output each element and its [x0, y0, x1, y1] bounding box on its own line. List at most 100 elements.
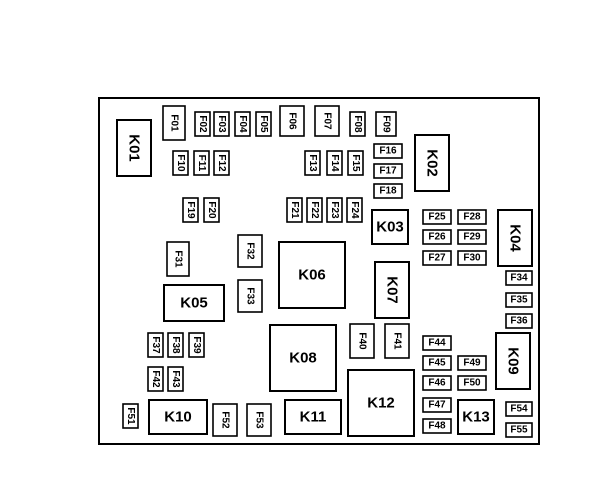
fuse-f38-label: F38 [170, 336, 181, 354]
fuse-f34: F34 [505, 270, 533, 286]
fuse-f48-label: F48 [428, 421, 446, 432]
relay-k09-label: K09 [505, 347, 522, 375]
fuse-f08-label: F08 [352, 115, 363, 133]
relay-k07-box [374, 261, 410, 319]
fuse-f32-box [237, 234, 263, 268]
fuse-f03-label: F03 [216, 115, 227, 133]
fuse-f15: F15 [347, 150, 364, 176]
fuse-f44-box [422, 335, 452, 351]
fuse-f53: F53 [246, 403, 272, 437]
fuse-f20-label: F20 [206, 201, 217, 219]
relay-k08-label: K08 [289, 350, 317, 367]
relay-k08: K08 [269, 324, 337, 392]
relay-k10: K10 [148, 399, 208, 435]
fuse-f30: F30 [457, 250, 487, 266]
relay-k12-label: K12 [367, 395, 395, 412]
fuse-f38: F38 [167, 332, 184, 358]
fuse-f28: F28 [457, 209, 487, 225]
fuse-f44: F44 [422, 335, 452, 351]
fuse-f47-label: F47 [428, 400, 446, 411]
fuse-f28-box [457, 209, 487, 225]
fuse-f04-box [234, 111, 251, 137]
fuse-f37: F37 [147, 332, 164, 358]
fuse-f19-label: F19 [185, 201, 196, 219]
fuse-f13-label: F13 [307, 154, 318, 172]
relay-k13: K13 [457, 399, 495, 435]
fuse-f26-label: F26 [428, 232, 446, 243]
fuse-f14: F14 [326, 150, 343, 176]
relay-k02: K02 [414, 134, 450, 192]
fuse-f18-box [373, 183, 403, 199]
fuse-f12-label: F12 [216, 154, 227, 172]
relay-k01-box [116, 119, 152, 177]
fuse-f16-label: F16 [379, 146, 397, 157]
fuse-f49-label: F49 [463, 358, 481, 369]
relay-k12: K12 [347, 369, 415, 437]
fuse-f22-box [306, 197, 323, 223]
fuse-f42-label: F42 [150, 370, 161, 388]
fuse-f22: F22 [306, 197, 323, 223]
relay-k03: K03 [371, 209, 409, 245]
relay-k13-box [457, 399, 495, 435]
fuse-f40-label: F40 [357, 332, 368, 350]
fuse-f54: F54 [505, 401, 533, 417]
fuse-f42-box [147, 366, 164, 392]
fuse-f40-box [349, 323, 375, 359]
fuse-f29: F29 [457, 229, 487, 245]
fuse-f17-box [373, 163, 403, 179]
fuse-f50: F50 [457, 375, 487, 391]
fuse-f46: F46 [422, 375, 452, 391]
fuse-f47-box [422, 397, 452, 413]
fuse-f38-box [167, 332, 184, 358]
fuse-f36-label: F36 [510, 316, 528, 327]
relay-k05-label: K05 [180, 295, 208, 312]
fuse-f48: F48 [422, 418, 452, 434]
fuse-f01: F01 [162, 105, 186, 141]
relay-k04: K04 [497, 209, 533, 267]
fuse-f21-label: F21 [289, 201, 300, 219]
fuse-f05: F05 [255, 111, 272, 137]
relay-k03-box [371, 209, 409, 245]
fuse-f05-box [255, 111, 272, 137]
fuse-f18-label: F18 [379, 186, 397, 197]
fuse-f12: F12 [213, 150, 230, 176]
relay-k04-box [497, 209, 533, 267]
fuse-f23: F23 [326, 197, 343, 223]
relay-k05-box [163, 284, 225, 322]
fuse-f16-box [373, 143, 403, 159]
fuse-f03-box [213, 111, 230, 137]
fuse-f33-box [237, 279, 263, 313]
fuse-f46-label: F46 [428, 378, 446, 389]
fuse-f25-box [422, 209, 452, 225]
fuse-f25: F25 [422, 209, 452, 225]
fuse-f16: F16 [373, 143, 403, 159]
fuse-f11-label: F11 [196, 155, 207, 172]
fuse-f18: F18 [373, 183, 403, 199]
fuse-f08-box [349, 111, 366, 137]
fuse-f33: F33 [237, 279, 263, 313]
fuse-f33-label: F33 [245, 287, 256, 305]
relay-k06: K06 [278, 241, 346, 309]
relay-k01-label: K01 [126, 134, 143, 162]
fuse-f06-box [279, 105, 305, 137]
fuse-f55-box [505, 422, 533, 438]
relay-k02-label: K02 [424, 149, 441, 177]
relay-k09: K09 [495, 332, 531, 390]
fuse-f13: F13 [304, 150, 321, 176]
fuse-f27-box [422, 250, 452, 266]
fuse-f54-label: F54 [510, 404, 528, 415]
fuse-f07-label: F07 [322, 112, 333, 130]
fuse-f23-box [326, 197, 343, 223]
fuse-f34-label: F34 [510, 273, 528, 284]
fuse-f35-box [505, 292, 533, 308]
fuse-f50-label: F50 [463, 378, 481, 389]
fuse-f04: F04 [234, 111, 251, 137]
fuse-f54-box [505, 401, 533, 417]
fuse-f41-label: F41 [392, 332, 403, 350]
fuse-f31-label: F31 [173, 250, 184, 268]
relay-k11-label: K11 [300, 409, 327, 426]
fuse-f32-label: F32 [245, 242, 256, 260]
fuse-f02: F02 [194, 111, 211, 137]
fuse-f14-box [326, 150, 343, 176]
